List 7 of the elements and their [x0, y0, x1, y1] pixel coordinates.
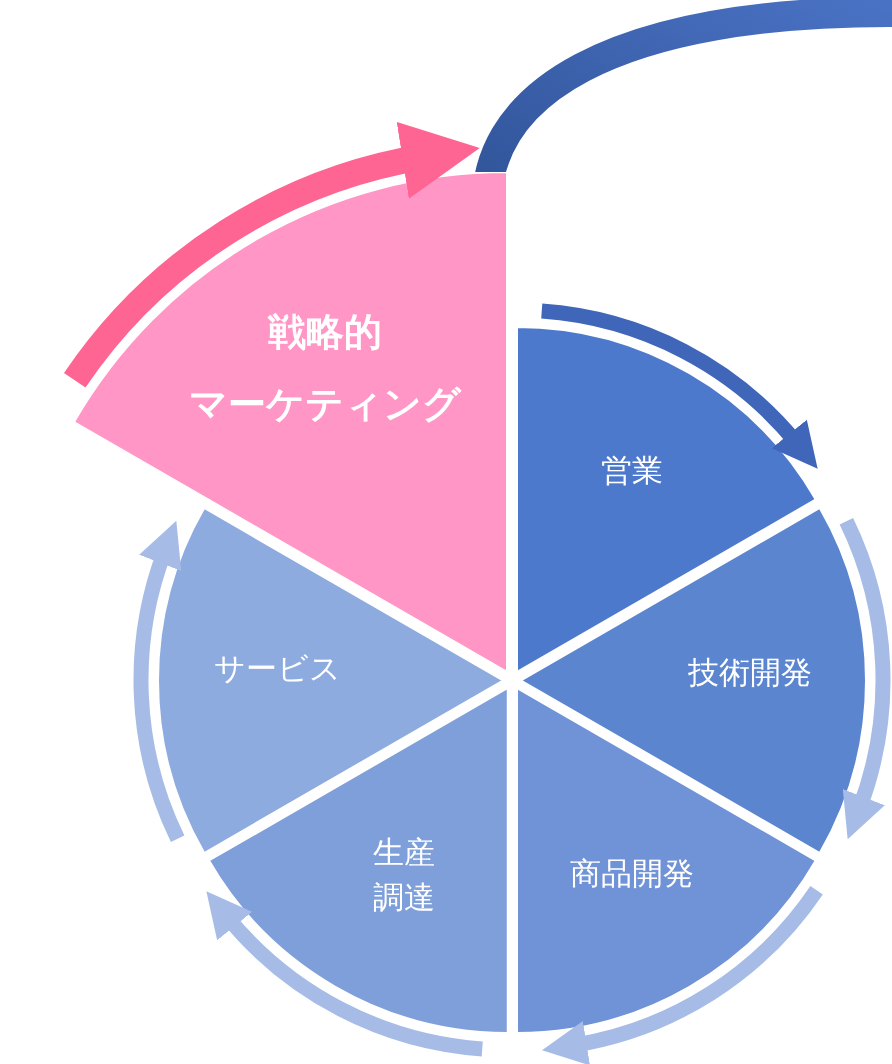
segment-label: 商品開発	[570, 853, 694, 893]
segment-label: 営業	[601, 450, 663, 490]
segment-label: サービス	[213, 648, 341, 688]
segment-label: 戦略的	[268, 308, 382, 356]
segment-label: 生産調達	[372, 833, 436, 917]
segment-label: 技術開発	[688, 652, 812, 692]
segment-label: マーケティング	[189, 381, 461, 428]
